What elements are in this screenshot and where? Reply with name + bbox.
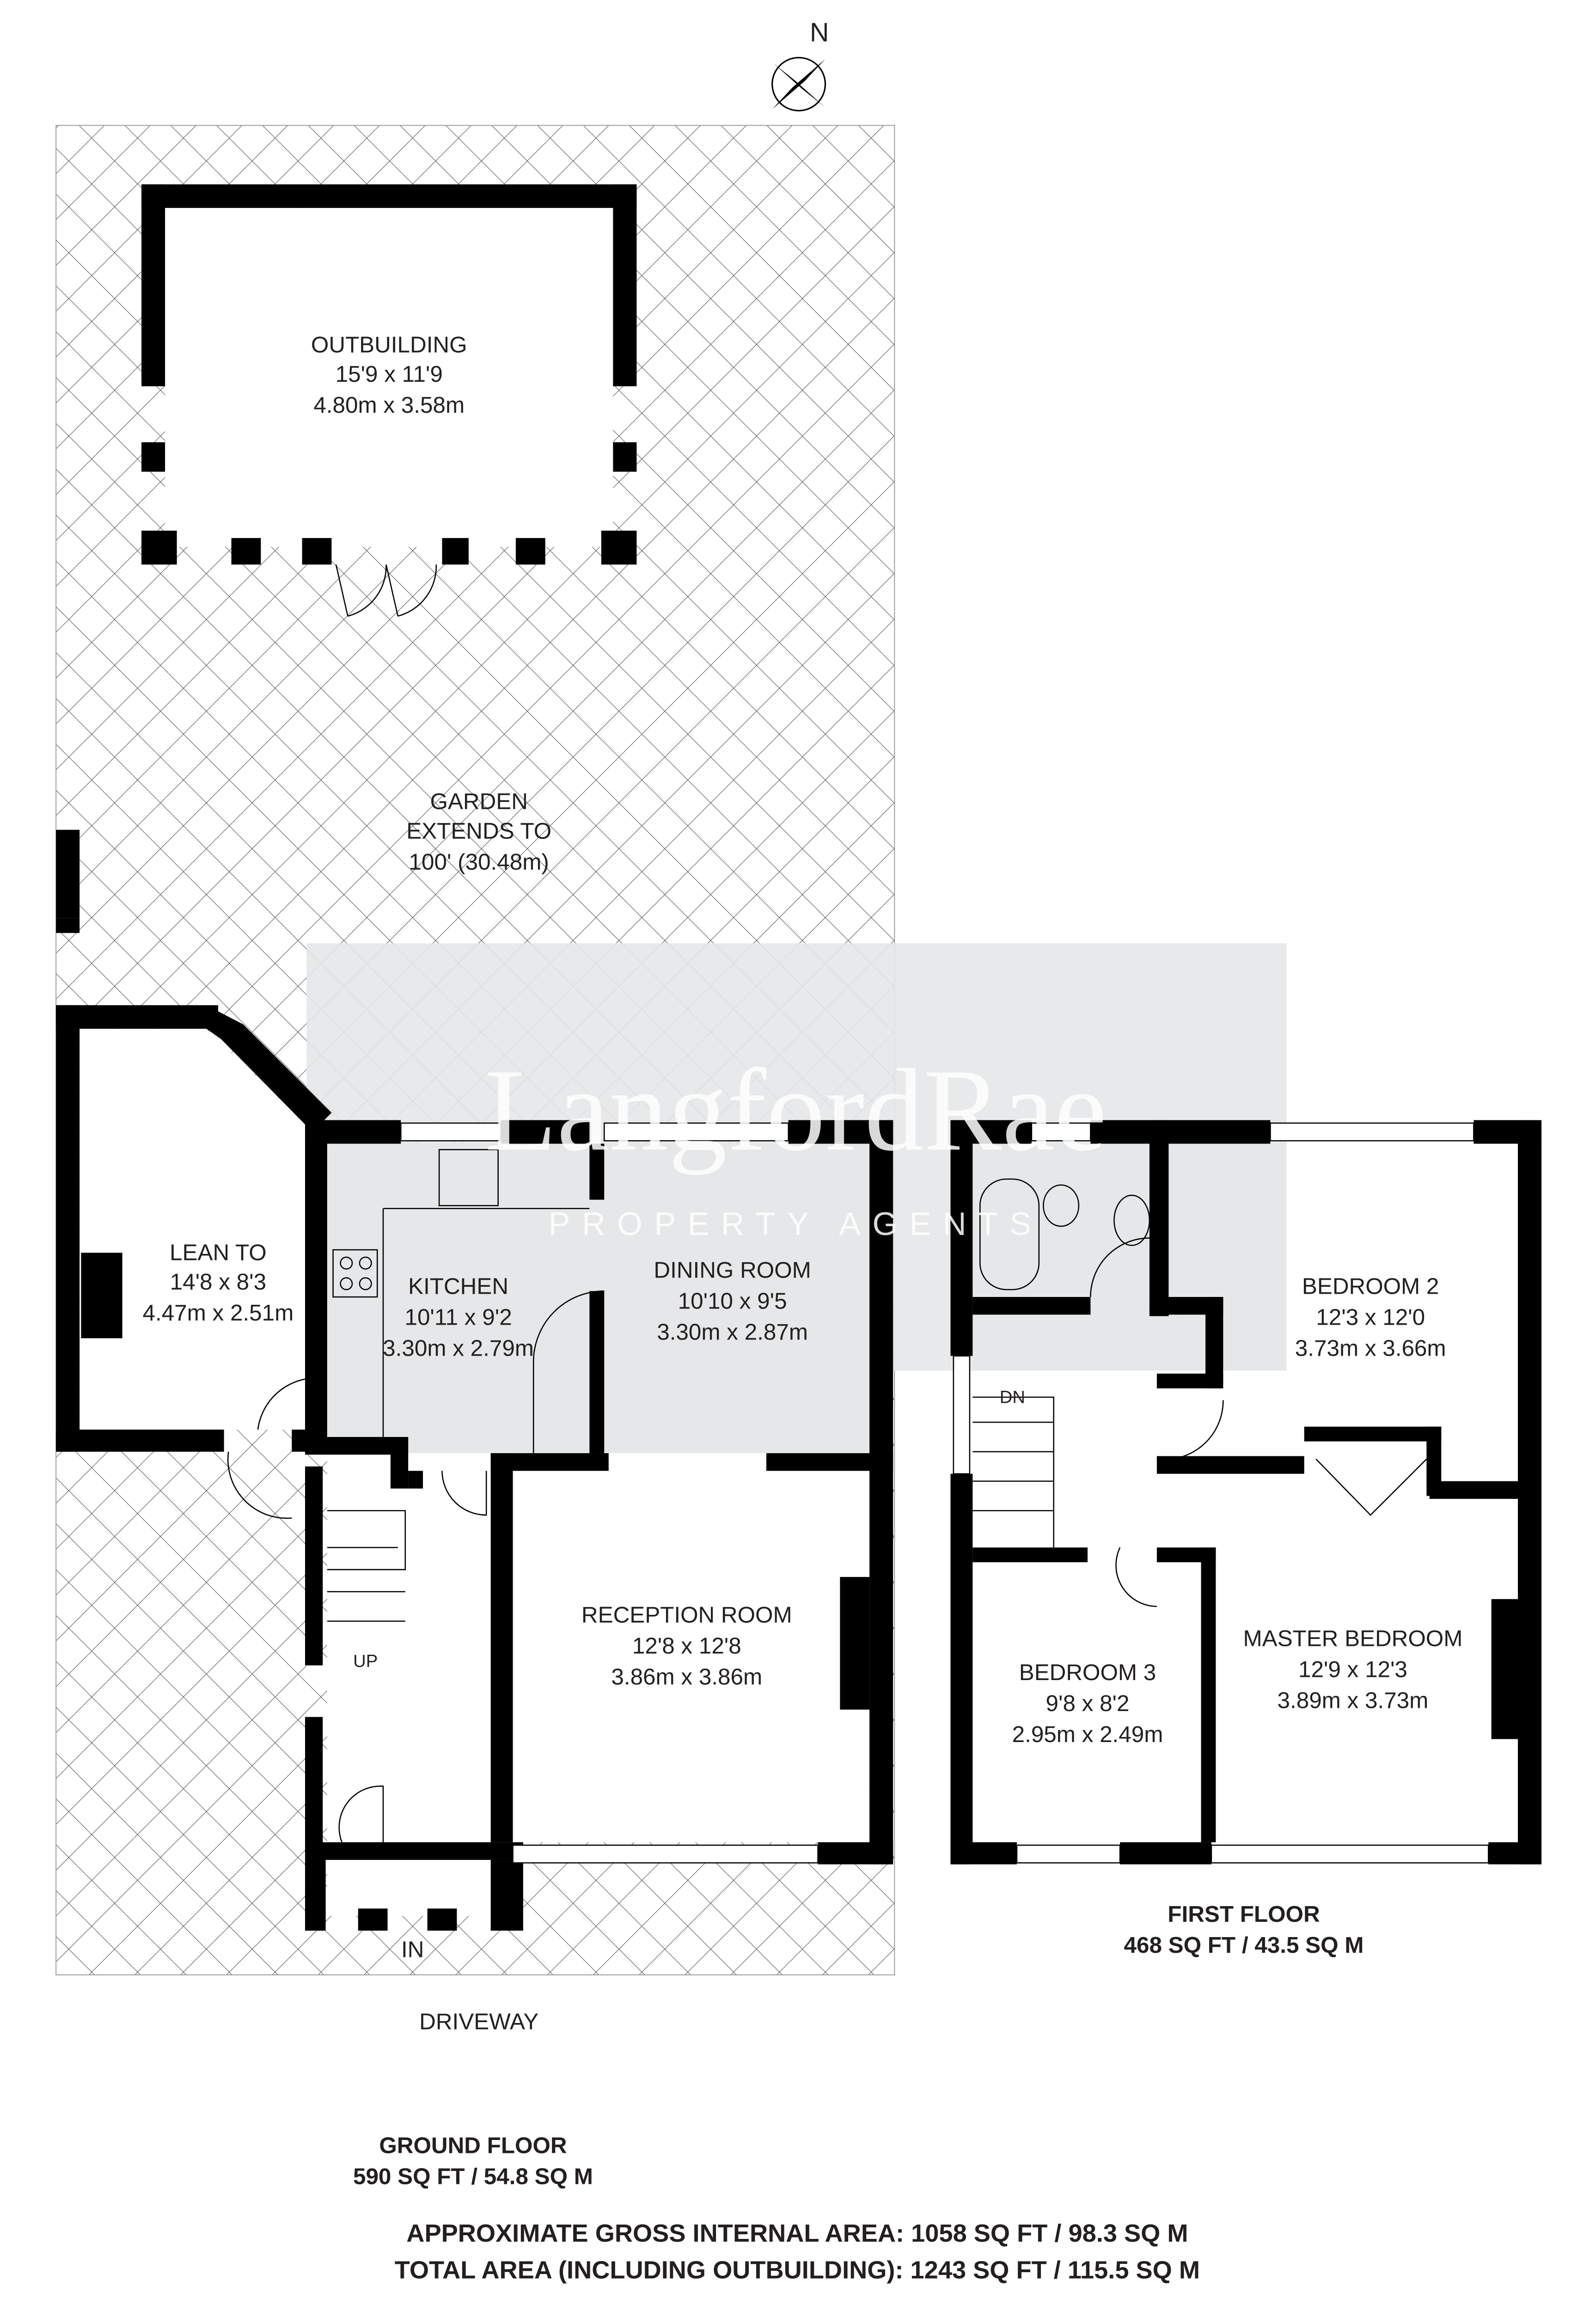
floor-area: 590 SQ FT / 54.8 SQ M (353, 2164, 593, 2189)
floor-title: GROUND FLOOR (379, 2133, 567, 2158)
garden-label: GARDEN EXTENDS TO 100' (30.48m) (406, 789, 551, 875)
outbuilding-walls (141, 184, 637, 565)
room-imperial: 15'9 x 11'9 (336, 361, 443, 387)
room-label-dining-room: DINING ROOM 10'10 x 9'5 3.30m x 2.87m (654, 1258, 811, 1345)
first-floor-fixtures (972, 1178, 1427, 1607)
floor-area: 468 SQ FT / 43.5 SQ M (1124, 1932, 1364, 1958)
first-floor-title: FIRST FLOOR 468 SQ FT / 43.5 SQ M (1124, 1901, 1364, 1958)
room-imperial: 9'8 x 8'2 (1046, 1691, 1130, 1716)
garden-label-line: EXTENDS TO (406, 819, 551, 844)
room-name: OUTBUILDING (311, 332, 467, 357)
floor-title: FIRST FLOOR (1168, 1901, 1320, 1927)
room-name: BEDROOM 3 (1019, 1660, 1156, 1685)
room-metric: 2.95m x 2.49m (1012, 1722, 1163, 1747)
room-metric: 4.80m x 3.58m (313, 392, 465, 418)
watermark-brand: LangfordRae (485, 1045, 1107, 1175)
room-metric: 3.30m x 2.79m (383, 1336, 534, 1361)
room-metric: 3.86m x 3.86m (611, 1664, 762, 1690)
room-label-bedroom-3: BEDROOM 3 9'8 x 8'2 2.95m x 2.49m (1012, 1660, 1163, 1747)
compass-north-label: N (810, 18, 829, 48)
stairs-up-label: UP (353, 1651, 378, 1671)
lean-to-walls (56, 830, 332, 1452)
entrance-label: IN (401, 1937, 424, 1962)
total-area: TOTAL AREA (INCLUDING OUTBUILDING): 1243… (395, 2256, 1200, 2284)
room-label-master-bedroom: MASTER BEDROOM 12'9 x 12'3 3.89m x 3.73m (1243, 1626, 1462, 1713)
room-imperial: 10'10 x 9'5 (678, 1289, 787, 1314)
ground-floor-windows (400, 1122, 819, 1864)
garden-label-line: GARDEN (430, 789, 528, 814)
ground-floor-walls (305, 1120, 893, 1931)
driveway-label: DRIVEWAY (419, 2009, 538, 2035)
room-metric: 4.47m x 2.51m (142, 1300, 294, 1326)
room-imperial: 12'9 x 12'3 (1298, 1657, 1407, 1682)
room-name: DINING ROOM (654, 1258, 811, 1283)
north-compass-icon: N (771, 18, 829, 112)
area-totals: APPROXIMATE GROSS INTERNAL AREA: 1058 SQ… (395, 2219, 1200, 2284)
room-name: LEAN TO (170, 1240, 267, 1265)
room-name: MASTER BEDROOM (1243, 1626, 1462, 1651)
room-metric: 3.73m x 3.66m (1295, 1336, 1446, 1361)
room-name: RECEPTION ROOM (581, 1602, 792, 1628)
gross-internal-area: APPROXIMATE GROSS INTERNAL AREA: 1058 SQ… (406, 2219, 1188, 2247)
room-imperial: 10'11 x 9'2 (404, 1305, 512, 1330)
room-metric: 3.30m x 2.87m (657, 1320, 808, 1345)
room-imperial: 12'3 x 12'0 (1316, 1305, 1425, 1330)
room-metric: 3.89m x 3.73m (1278, 1688, 1429, 1713)
watermark-tagline: PROPERTY AGENTS (549, 1206, 1043, 1242)
ground-floor-fixtures (227, 1149, 605, 1843)
langfordrae-watermark: LangfordRae PROPERTY AGENTS (485, 1045, 1107, 1242)
ground-floor-title: GROUND FLOOR 590 SQ FT / 54.8 SQ M (353, 2133, 593, 2189)
room-label-outbuilding: OUTBUILDING 15'9 x 11'9 4.80m x 3.58m (311, 332, 467, 418)
garden-label-line: 100' (30.48m) (409, 849, 549, 874)
room-label-kitchen: KITCHEN 10'11 x 9'2 3.30m x 2.79m (383, 1274, 534, 1361)
room-label-bedroom-2: BEDROOM 2 12'3 x 12'0 3.73m x 3.66m (1295, 1274, 1446, 1361)
room-name: BEDROOM 2 (1302, 1274, 1439, 1299)
room-imperial: 12'8 x 12'8 (632, 1633, 741, 1659)
first-floor-windows (953, 1122, 1489, 1864)
outbuilding-doors (335, 564, 437, 617)
room-name: KITCHEN (408, 1274, 508, 1299)
room-label-reception-room: RECEPTION ROOM 12'8 x 12'8 3.86m x 3.86m (581, 1602, 792, 1690)
room-label-lean-to: LEAN TO 14'8 x 8'3 4.47m x 2.51m (142, 1240, 294, 1326)
stairs-down-label: DN (1000, 1388, 1025, 1407)
room-imperial: 14'8 x 8'3 (170, 1269, 266, 1295)
first-floor-walls (950, 1120, 1542, 1865)
